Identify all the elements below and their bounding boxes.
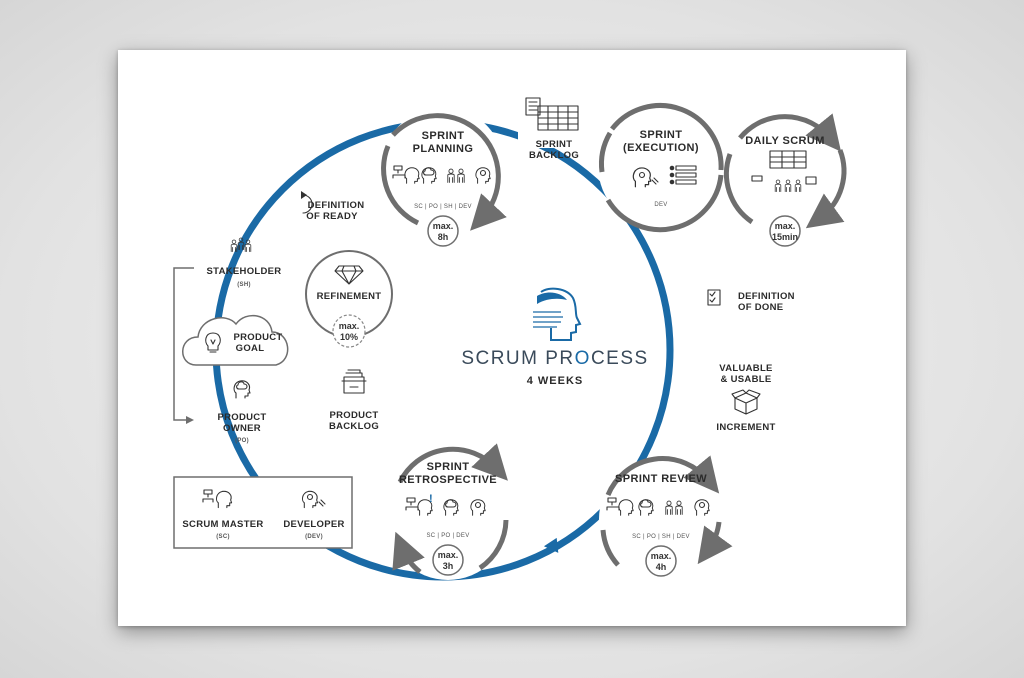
execution-title-2: (EXECUTION) — [623, 142, 699, 154]
retro-roles: SC | PO | DEV — [426, 533, 469, 539]
daily-title: DAILY SCRUM — [745, 135, 825, 147]
sprint-backlog-artifact: SPRINT BACKLOG — [518, 96, 588, 161]
product-goal-label-1: PRODUCT — [233, 332, 282, 343]
sprint-retrospective-event: SPRINT RETROSPECTIVE ! SC | PO | DEV max… — [386, 443, 510, 580]
checklist-icon — [707, 289, 721, 306]
definition-of-done: DEFINITION OF DONE — [698, 288, 798, 324]
filebox-icon — [341, 369, 367, 394]
review-roles: SC | PO | SH | DEV — [632, 534, 690, 540]
developer-label: DEVELOPER — [283, 519, 344, 530]
roles-legend: SCRUM MASTER (SC) DEVELOPER (DEV) — [173, 476, 353, 549]
board-team-icon — [751, 150, 817, 192]
review-badge-time: 4h — [656, 562, 667, 572]
sprint-review-event: SPRINT REVIEW SC | PO | SH | DEV max. 4h — [599, 455, 733, 581]
clipboard-board-icon — [525, 97, 579, 131]
diamond-icon — [334, 265, 364, 285]
scrum-process-poster: SPRINT PLANNING SC | PO | SH | DEV max. … — [118, 50, 906, 626]
daily-badge-max: max. — [775, 221, 796, 231]
cycle-arrow-head — [543, 537, 559, 553]
product-owner-label-3: (PO) — [235, 438, 249, 444]
scrum-master-label: SCRUM MASTER — [182, 519, 263, 530]
developer-abbr: (DEV) — [305, 534, 323, 540]
product-owner-label-2: OWNER — [223, 423, 261, 434]
retro-team-icons: ! — [405, 493, 486, 516]
review-title: SPRINT REVIEW — [615, 473, 707, 485]
product-goal-cloud — [182, 314, 289, 366]
retro-badge-time: 3h — [443, 561, 454, 571]
stakeholder-label-1: STAKEHOLDER — [207, 266, 282, 277]
increment-label: INCREMENT — [716, 422, 775, 433]
task-list-icon — [669, 165, 697, 185]
refinement-event: REFINEMENT max. 10% — [305, 250, 393, 348]
planning-badge-time: 8h — [438, 232, 449, 242]
planning-team-icons — [392, 165, 491, 184]
planning-badge-max: max. — [433, 221, 454, 231]
box-icon — [731, 389, 761, 415]
product-backlog-artifact: PRODUCT BACKLOG — [329, 369, 379, 432]
scrum-process-title: SCRUM PROCESS — [461, 348, 648, 369]
head-cloud-icon — [233, 380, 251, 399]
refinement-title: REFINEMENT — [317, 291, 382, 302]
refinement-badge-pct: 10% — [340, 332, 358, 342]
daily-scrum-event: DAILY SCRUM max. 15min — [724, 113, 847, 247]
gear-head-icon — [301, 490, 326, 509]
review-badge-max: max. — [651, 551, 672, 561]
center-title: SCRUM PROCESS 4 WEEKS — [461, 287, 648, 387]
daily-badge-time: 15min — [772, 232, 798, 242]
scrum-master-abbr: (SC) — [216, 534, 230, 540]
sprint-backlog-label-1: SPRINT — [536, 139, 573, 150]
execution-roles: DEV — [654, 202, 667, 208]
duration-subtitle: 4 WEEKS — [527, 375, 584, 387]
scrum-head-logo — [533, 287, 582, 341]
definition-of-ready: DEFINITION OF READY — [301, 191, 364, 222]
dor-label-1: DEFINITION — [308, 200, 365, 211]
product-goal-label-2: GOAL — [236, 343, 265, 354]
developer-icon — [632, 167, 659, 188]
product-backlog-label-2: BACKLOG — [329, 421, 379, 432]
retro-title-2: RETROSPECTIVE — [399, 474, 497, 486]
refinement-badge-max: max. — [339, 321, 360, 331]
product-backlog-label-1: PRODUCT — [329, 410, 378, 421]
retro-badge-max: max. — [438, 550, 459, 560]
execution-title-1: SPRINT — [640, 129, 683, 141]
sprint-execution-event: SPRINT (EXECUTION) DEV — [598, 103, 724, 233]
lightbulb-icon — [205, 332, 221, 353]
flowchart-head-icon — [202, 489, 233, 509]
valuable-label-1: VALUABLE — [719, 363, 772, 374]
sprint-planning-event: SPRINT PLANNING SC | PO | SH | DEV max. … — [381, 107, 507, 247]
stakeholder-label-2: (SH) — [237, 282, 251, 288]
retro-title-1: SPRINT — [427, 461, 470, 473]
dor-label-2: OF READY — [306, 211, 358, 222]
planning-title-1: SPRINT — [422, 130, 465, 142]
planning-roles: SC | PO | SH | DEV — [414, 204, 472, 210]
scrum-diagram: SPRINT PLANNING SC | PO | SH | DEV max. … — [173, 96, 847, 581]
planning-title-2: PLANNING — [413, 143, 474, 155]
sprint-backlog-label-2: BACKLOG — [529, 150, 579, 161]
review-team-icons — [606, 497, 710, 516]
dod-label-2: OF DONE — [738, 302, 783, 313]
dod-label-1: DEFINITION — [738, 291, 795, 302]
product-owner-label-1: PRODUCT — [217, 412, 266, 423]
product-owner-stakeholder-panel: STAKEHOLDER (SH) PRODUCT GOAL PRODUCT OW… — [173, 237, 289, 444]
svg-text:!: ! — [429, 493, 433, 505]
increment-artifact: VALUABLE & USABLE INCREMENT — [700, 355, 790, 433]
valuable-label-2: & USABLE — [721, 374, 772, 385]
